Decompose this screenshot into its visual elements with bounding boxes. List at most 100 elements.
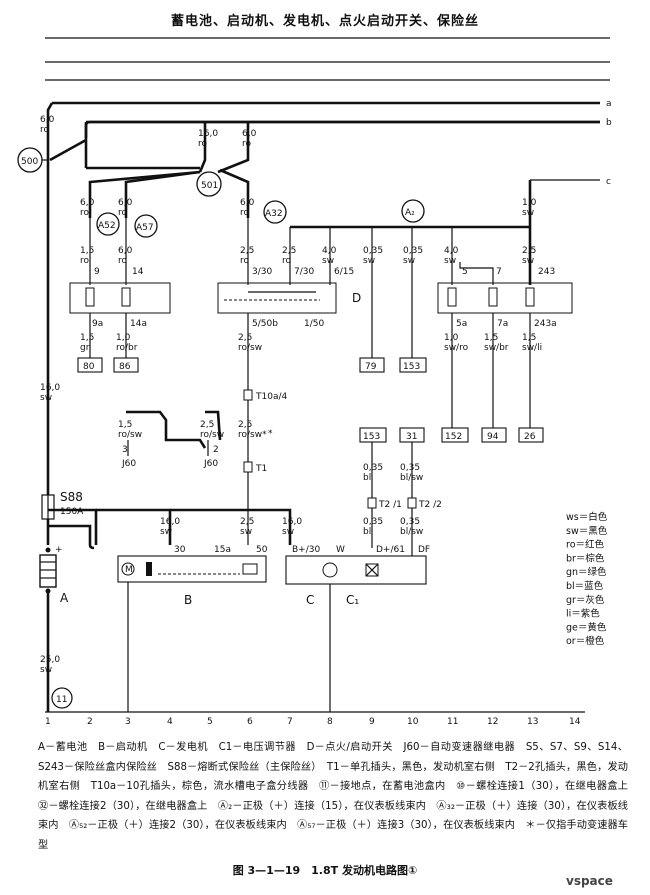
column-number: 5	[207, 717, 213, 727]
wire-color-label: ro/sw	[238, 343, 262, 353]
wire-color-label: sw	[40, 665, 52, 675]
wire-501-a	[198, 122, 207, 173]
wire-size-label: 0,35	[363, 517, 383, 527]
pin-6-15: 6/15	[334, 267, 354, 277]
wire-size-label: 16,0	[40, 383, 60, 393]
relay-pin-3: 3	[122, 445, 128, 455]
color-legend-item: ge＝黄色	[566, 621, 607, 633]
component-b-label: B	[184, 593, 192, 607]
column-number: 10	[407, 717, 419, 727]
pin-243: 243	[538, 267, 555, 277]
rail-b-label: b	[606, 118, 612, 128]
pin-5: 5	[462, 267, 468, 277]
junction-a2-label: A₂	[405, 208, 415, 218]
wire-size-label: 2,5	[238, 420, 252, 430]
rail-c-label: c	[606, 177, 611, 187]
pin-3-30: 3/30	[252, 267, 272, 277]
wire-color-label: sw	[363, 256, 375, 266]
wire-color-label: ro	[282, 256, 292, 266]
wire-5-7-link	[459, 262, 494, 285]
color-legend-item: bl＝蓝色	[566, 580, 604, 592]
relay-j60-a: J60	[121, 459, 136, 469]
watermark-logo: vspace	[566, 874, 613, 888]
fuse-s243	[525, 287, 535, 307]
wire-size-label: 4,0	[322, 246, 337, 256]
box-80	[77, 357, 103, 373]
wire-size-label: 16,0	[160, 517, 180, 527]
box-86	[113, 357, 139, 373]
alternator-icon	[322, 562, 338, 578]
box-153-label: 153	[403, 362, 420, 372]
starter-solenoid	[146, 562, 152, 576]
column-number: 11	[447, 717, 458, 727]
wire-size-label: 16,0	[282, 517, 302, 527]
box-152-label: 152	[445, 432, 462, 442]
wire-color-label: sw	[522, 208, 534, 218]
figure-caption: 图 3—1—19 1.8T 发动机电路图①	[232, 864, 418, 877]
connector-t10a-label: T10a/4	[255, 392, 287, 402]
wire-size-label: 2,5	[200, 420, 214, 430]
pin-7a: 7a	[497, 319, 508, 329]
wire-size-label: 1,0	[116, 333, 131, 343]
color-legend-item: gr＝灰色	[566, 594, 605, 606]
color-legend-item: br＝棕色	[566, 552, 605, 564]
wire-color-label: sw	[282, 527, 294, 537]
wire-col1-main	[46, 102, 54, 495]
wire-color-label: sw/br	[484, 343, 509, 353]
component-d-label: D	[352, 291, 361, 305]
relay-j60-b: J60	[203, 459, 218, 469]
connector-t10a	[243, 389, 253, 401]
box-94-label: 94	[487, 432, 499, 442]
wire-color-label: bl/sw	[400, 473, 423, 483]
pin-w: W	[336, 545, 345, 555]
column-number: 8	[327, 717, 333, 727]
wire-to-d	[219, 168, 250, 218]
junction-500-label: 500	[21, 157, 38, 167]
wire-color-label: ro	[80, 208, 90, 218]
wire-color-label: gr	[80, 343, 90, 353]
conn-boxes: 80 86 79 153 152 94 26 153 31	[77, 357, 544, 443]
box-26	[518, 427, 544, 443]
wire-size-label: 2,5	[240, 517, 254, 527]
wire-color-label: ro	[242, 139, 252, 149]
wire-size-label: 1,5	[484, 333, 498, 343]
junction-a57	[134, 214, 158, 238]
junction-501-label: 501	[201, 181, 218, 191]
wire-size-label: 6,0	[118, 246, 133, 256]
wire-alt-b30	[170, 508, 292, 545]
wire-color-label: ro	[80, 256, 90, 266]
column-number: 12	[487, 717, 498, 727]
relay-pin-2: 2	[213, 445, 219, 455]
box-153	[399, 357, 427, 373]
pin-15a: 15a	[214, 545, 231, 555]
battery-plus-terminal	[45, 547, 51, 553]
wire-size-label: 6,0	[242, 129, 257, 139]
wire-color-label: ro/br	[116, 343, 138, 353]
wire-color-label: ro/sw	[200, 430, 224, 440]
wire-starter-30	[96, 508, 172, 545]
pin-7: 7	[496, 267, 502, 277]
wire-j60-3	[126, 410, 207, 449]
box-31-label: 31	[406, 432, 417, 442]
pin-14a: 14a	[130, 319, 147, 329]
box-79-label: 79	[365, 362, 377, 372]
wire-color-label: ro/sw*	[238, 430, 267, 440]
pin-1-50: 1/50	[304, 319, 324, 329]
wire-size-label: 1,5	[80, 246, 94, 256]
box-152	[441, 427, 469, 443]
pin-7-30: 7/30	[294, 267, 314, 277]
wire-size-label: 2,5	[240, 246, 254, 256]
wire-color-label: sw	[403, 256, 415, 266]
wire-size-label: 1,5	[522, 333, 536, 343]
rail-b	[84, 120, 600, 138]
wire-size-label: 0,35	[363, 246, 383, 256]
wire-color-label: bl	[363, 473, 371, 483]
box-80-label: 80	[83, 362, 95, 372]
wire-to-9	[88, 170, 201, 218]
wire-battery-split	[48, 524, 95, 550]
component-c-label: C	[306, 593, 314, 607]
column-number: 3	[125, 717, 131, 727]
